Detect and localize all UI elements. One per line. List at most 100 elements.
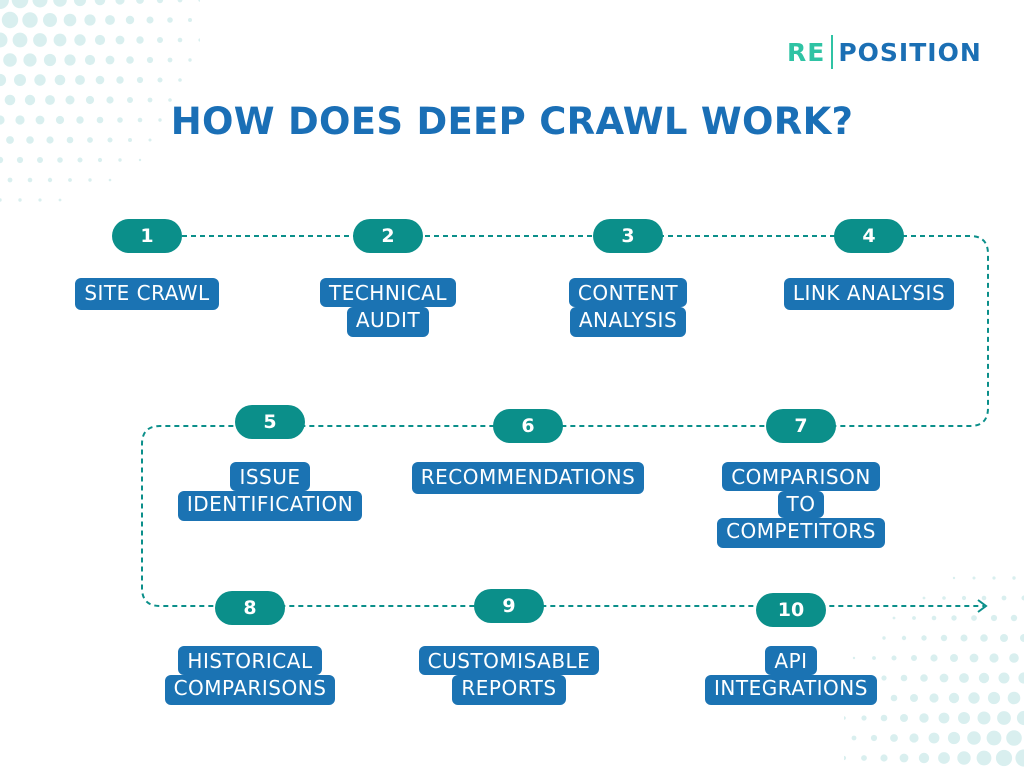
decorative-dot: [861, 715, 867, 721]
decorative-dot: [178, 78, 182, 82]
decorative-dot: [63, 13, 77, 27]
decorative-dot: [1016, 710, 1024, 726]
decorative-dot: [53, 33, 67, 47]
decorative-dot: [958, 712, 970, 724]
decorative-dot: [23, 53, 37, 67]
decorative-dot: [117, 117, 123, 123]
step-9-label-line: CUSTOMISABLE: [418, 646, 600, 675]
decorative-dot: [158, 118, 162, 122]
step-6-label: RECOMMENDATIONS: [378, 462, 678, 494]
decorative-dot: [94, 0, 106, 6]
decorative-dot: [76, 116, 84, 124]
decorative-dot: [961, 595, 967, 601]
decorative-dot: [24, 94, 36, 106]
decorative-dot: [912, 616, 916, 620]
decorative-dot: [997, 711, 1011, 725]
decorative-dot: [55, 115, 65, 125]
decorative-dot: [851, 735, 857, 741]
decorative-dot: [47, 177, 53, 183]
step-10-label-line: API: [765, 646, 817, 675]
decorative-dot: [844, 716, 846, 720]
step-8-number: 8: [215, 591, 285, 625]
decorative-dot: [1012, 576, 1016, 580]
decorative-dot: [967, 731, 981, 745]
decorative-dot: [136, 36, 144, 44]
decorative-dot: [85, 95, 95, 105]
decorative-dot: [126, 56, 134, 64]
decorative-dot: [84, 54, 96, 66]
step-1-number: 1: [112, 219, 182, 253]
decorative-dot: [157, 77, 163, 83]
decorative-dot: [940, 634, 948, 642]
decorative-dot: [921, 635, 927, 641]
decorative-dot: [899, 753, 909, 763]
decorative-dot: [38, 198, 42, 202]
decorative-dot: [33, 33, 47, 47]
step-4-label-line: LINK ANALYSIS: [783, 278, 955, 310]
decorative-dot: [1015, 749, 1024, 767]
decorative-dot: [43, 53, 57, 67]
decorative-dot: [198, 38, 200, 42]
decorative-dot: [844, 755, 847, 761]
decorative-dot: [969, 653, 979, 663]
decorative-dot: [890, 694, 898, 702]
decorative-dot: [45, 95, 55, 105]
decorative-dot: [952, 576, 956, 580]
decorative-dot: [116, 76, 124, 84]
step-5-label-line: IDENTIFICATION: [177, 491, 363, 521]
decorative-dot: [1000, 634, 1008, 642]
decorative-dot: [127, 97, 133, 103]
decorative-dot: [46, 136, 54, 144]
step-3-number: 3: [593, 219, 663, 253]
step-7-number: 7: [766, 409, 836, 443]
decorative-dot: [948, 692, 960, 704]
decorative-dot: [147, 97, 153, 103]
decorative-dot: [105, 55, 115, 65]
decorative-dot: [1001, 595, 1007, 601]
step-7-label-line: COMPETITORS: [717, 518, 885, 548]
decorative-dot: [77, 157, 83, 163]
decorative-dot: [960, 634, 968, 642]
decorative-dot: [976, 750, 992, 766]
decorative-dot: [0, 115, 5, 125]
decorative-dot: [138, 158, 142, 162]
decorative-dot: [920, 674, 928, 682]
step-6-label-line: RECOMMENDATIONS: [411, 462, 645, 494]
decorative-dot: [971, 615, 977, 621]
decorative-dot: [35, 115, 45, 125]
decorative-dot: [978, 672, 990, 684]
decorative-dot: [108, 178, 112, 182]
decorative-dot: [128, 138, 132, 142]
decorative-dot: [74, 34, 86, 46]
decorative-dot: [1010, 614, 1018, 622]
decorative-dot: [0, 156, 4, 164]
step-10-label-line: INTEGRATIONS: [705, 675, 877, 705]
decorative-dot: [177, 0, 183, 3]
decorative-dot: [88, 178, 92, 182]
decorative-dot: [861, 755, 867, 761]
step-2-label-line: TECHNICAL: [319, 278, 456, 307]
decorative-dot: [891, 655, 897, 661]
decorative-dot: [900, 674, 908, 682]
decorative-dot: [188, 58, 192, 62]
decorative-dot: [968, 692, 980, 704]
step-3-label-line: ANALYSIS: [569, 307, 687, 337]
decorative-dot: [0, 73, 7, 87]
step-2-label-line: AUDIT: [346, 307, 430, 337]
decorative-dot: [922, 596, 926, 600]
decorative-dot: [892, 616, 896, 620]
step-8-label-line: HISTORICAL: [178, 646, 322, 675]
step-4-number: 4: [834, 219, 904, 253]
step-9-number: 9: [474, 589, 544, 623]
decorative-dot: [125, 15, 135, 25]
step-5-label-line: ISSUE: [230, 462, 310, 491]
decorative-dot: [0, 32, 8, 48]
decorative-dot: [7, 177, 13, 183]
decorative-dot: [900, 714, 908, 722]
decorative-dot: [188, 18, 192, 22]
decorative-dot: [14, 74, 26, 86]
